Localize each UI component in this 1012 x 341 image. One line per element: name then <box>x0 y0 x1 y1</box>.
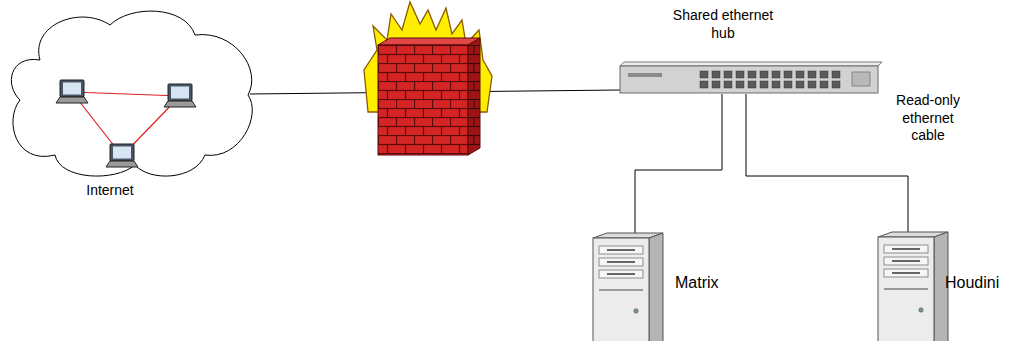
drive-slot <box>892 272 920 274</box>
hub-port <box>796 81 804 88</box>
drive-bay <box>884 257 928 265</box>
hub-device <box>620 62 882 93</box>
hub-port <box>748 71 756 78</box>
network-cable <box>250 90 620 94</box>
hub-port <box>832 81 840 88</box>
hub-front <box>620 66 878 93</box>
server-tower: Houdini <box>878 232 1012 341</box>
wall-side <box>468 38 480 155</box>
ethernet-hub: Shared ethernet hub <box>620 0 882 94</box>
hub-port <box>820 71 828 78</box>
hub-port <box>796 71 804 78</box>
internet-cloud: Internet <box>0 0 250 200</box>
drive-slot <box>892 260 920 262</box>
hub-port <box>712 81 720 88</box>
red-link <box>72 92 180 96</box>
server-tower <box>878 232 948 341</box>
hub-port <box>808 71 816 78</box>
front-groove <box>884 288 928 290</box>
drive-bay <box>884 245 928 253</box>
hub-port <box>820 81 828 88</box>
server-side <box>649 233 663 341</box>
server-front <box>878 237 934 341</box>
hub-port <box>748 81 756 88</box>
node-label: Shared ethernet hub <box>665 6 781 42</box>
hub-port <box>784 81 792 88</box>
drive-bay <box>884 269 928 277</box>
network-cable <box>635 94 722 233</box>
hub-port <box>736 71 744 78</box>
drive-slot <box>892 248 920 250</box>
network-cable <box>746 94 908 232</box>
hub-port <box>724 81 732 88</box>
front-groove <box>599 289 643 291</box>
node-shape <box>0 0 250 200</box>
hub-port <box>784 71 792 78</box>
laptop-icon <box>164 84 196 107</box>
hub-port <box>808 81 816 88</box>
drive-bay <box>599 246 643 254</box>
hub-port <box>712 71 720 78</box>
node-label: Houdini <box>945 274 1011 292</box>
hub-port <box>772 71 780 78</box>
cloud-outline <box>11 11 252 176</box>
drive-bay <box>599 258 643 266</box>
server-tower: Matrix <box>593 233 733 341</box>
power-button <box>634 309 638 313</box>
hub-top <box>620 62 882 66</box>
hub-port <box>832 71 840 78</box>
hub-port <box>760 71 768 78</box>
hub-badge <box>628 73 662 77</box>
hub-port <box>724 71 732 78</box>
lan-links <box>72 92 180 156</box>
node-label: Internet <box>55 181 165 199</box>
hub-port <box>760 81 768 88</box>
laptop-icon <box>106 144 138 167</box>
hub-port <box>700 81 708 88</box>
drive-slot <box>607 273 635 275</box>
red-link <box>122 96 180 156</box>
power-button <box>919 308 923 312</box>
cable-note: Read-only ethernet cable <box>889 92 967 145</box>
hub-port <box>772 81 780 88</box>
hub-port <box>700 71 708 78</box>
drive-slot <box>607 261 635 263</box>
node-label: Matrix <box>675 274 733 292</box>
laptop-icon <box>56 80 88 103</box>
drive-slot <box>607 249 635 251</box>
brick-wall <box>378 45 468 155</box>
firewall-icon <box>364 2 492 155</box>
server-front <box>593 238 649 341</box>
hub-port <box>736 81 744 88</box>
drive-bay <box>599 270 643 278</box>
server-tower <box>593 233 663 341</box>
wall-top <box>378 38 480 45</box>
firewall-flames <box>364 2 492 112</box>
red-link <box>72 92 122 156</box>
hub-panel <box>852 72 870 86</box>
